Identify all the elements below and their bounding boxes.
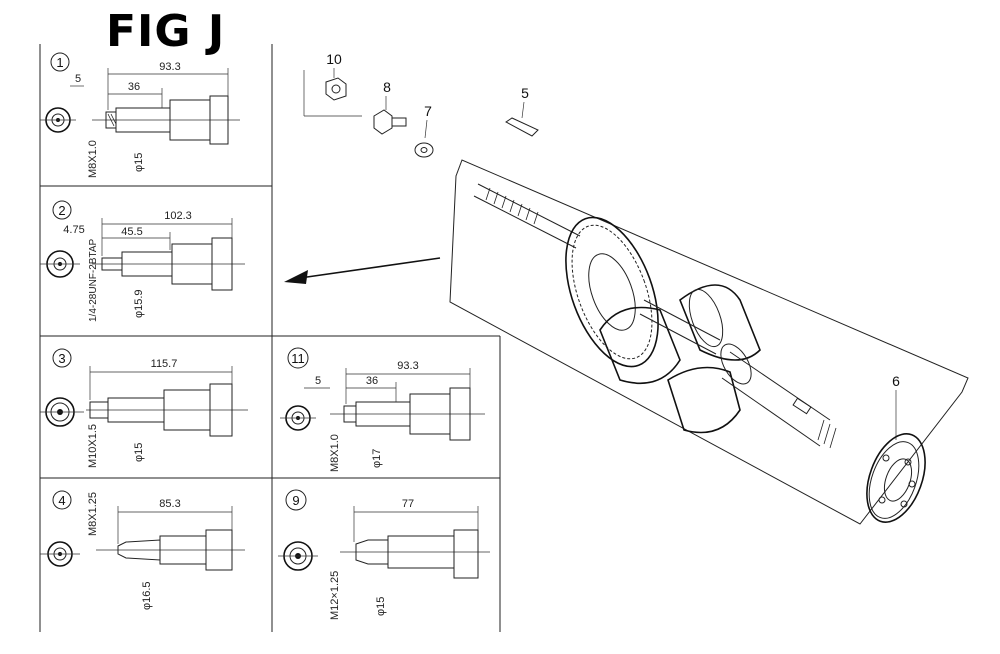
dim-offset-2: 4.75	[63, 224, 84, 236]
diameter-1: φ15	[133, 153, 145, 172]
callout-3: 3	[58, 351, 65, 366]
panel-9: 9 77 M12×1.25 φ15	[278, 489, 490, 620]
diameter-2: φ15.9	[133, 289, 145, 318]
pointer-arrow	[284, 257, 441, 284]
shaft-side-view-2	[92, 237, 245, 291]
panel-11: 11 93.3 36 5 M8X1.0 φ17	[280, 347, 485, 472]
end-view-4	[40, 541, 80, 567]
part-6-bearing: 6	[866, 373, 926, 523]
callout-circle-1	[50, 52, 70, 72]
diameter-3: φ15	[133, 443, 145, 462]
output-shaft	[720, 343, 837, 449]
shaft-side-view-9	[340, 529, 490, 579]
dim-length-3: 115.7	[151, 358, 178, 370]
diameter-9: φ15	[375, 597, 387, 616]
thread-spec-9: M12×1.25	[329, 571, 341, 620]
timing-gear	[565, 216, 659, 368]
dim-length-2: 102.3	[164, 210, 192, 222]
thread-spec-4: M8X1.25	[87, 492, 99, 536]
callout-2: 2	[58, 203, 65, 218]
crank-webs	[599, 284, 761, 434]
part-10-nut: 10	[303, 51, 362, 117]
thread-spec-2: 1/4-28UNF-2BTAP	[88, 238, 99, 322]
callout-1: 1	[56, 55, 63, 70]
panel-2: 2 102.3 45.5 4.75 1/4-28UNF-2BTAP φ15.9	[40, 200, 245, 322]
part-5-key: 5	[505, 85, 539, 137]
dim-length-4: 85.3	[159, 498, 180, 510]
dim-length-1: 93.3	[159, 61, 180, 73]
callout-4: 4	[58, 493, 65, 508]
end-view-9	[278, 541, 318, 571]
shaft-side-view-3	[86, 383, 248, 437]
part-number-6: 6	[892, 373, 900, 389]
shaft-side-view-11	[330, 387, 485, 441]
part-number-7: 7	[424, 103, 432, 119]
part-number-5: 5	[521, 85, 529, 101]
end-view-11	[280, 405, 316, 431]
dim-shoulder-11: 36	[366, 375, 378, 387]
panel-4: 4 85.3 M8X1.25 φ16.5	[40, 490, 245, 610]
shaft-spline	[485, 187, 539, 225]
diameter-4: φ16.5	[141, 581, 153, 610]
dim-offset-1: 5	[75, 73, 81, 85]
figure-title: FIG J	[106, 6, 226, 57]
callout-9: 9	[292, 493, 299, 508]
panel-grid	[39, 44, 501, 632]
thread-spec-3: M10X1.5	[87, 424, 99, 468]
dim-length-11: 93.3	[397, 360, 418, 372]
dim-offset-11: 5	[315, 375, 321, 387]
end-view-2	[40, 250, 80, 278]
shaft-side-view-1	[92, 95, 240, 145]
end-view-3	[40, 397, 84, 427]
part-7-washer: 7	[414, 103, 434, 158]
callout-11: 11	[291, 351, 305, 366]
crankshaft-assembly	[449, 159, 969, 525]
dim-shoulder-2: 45.5	[121, 226, 142, 238]
panel-1: 1 93.3 36 5 M8X1.0 φ15	[40, 52, 240, 178]
part-number-8: 8	[383, 79, 391, 95]
thread-spec-1: M8X1.0	[87, 140, 99, 178]
dim-length-9: 77	[402, 498, 414, 510]
part-8-bolt: 8	[373, 79, 407, 135]
diameter-11: φ17	[371, 449, 383, 468]
dim-shoulder-1: 36	[128, 81, 140, 93]
end-view-1	[40, 107, 76, 133]
shaft-side-view-4	[96, 529, 245, 571]
thread-spec-11: M8X1.0	[329, 434, 341, 472]
part-number-10: 10	[326, 51, 342, 67]
panel-3: 3 115.7 M10X1.5 φ15	[40, 348, 248, 468]
